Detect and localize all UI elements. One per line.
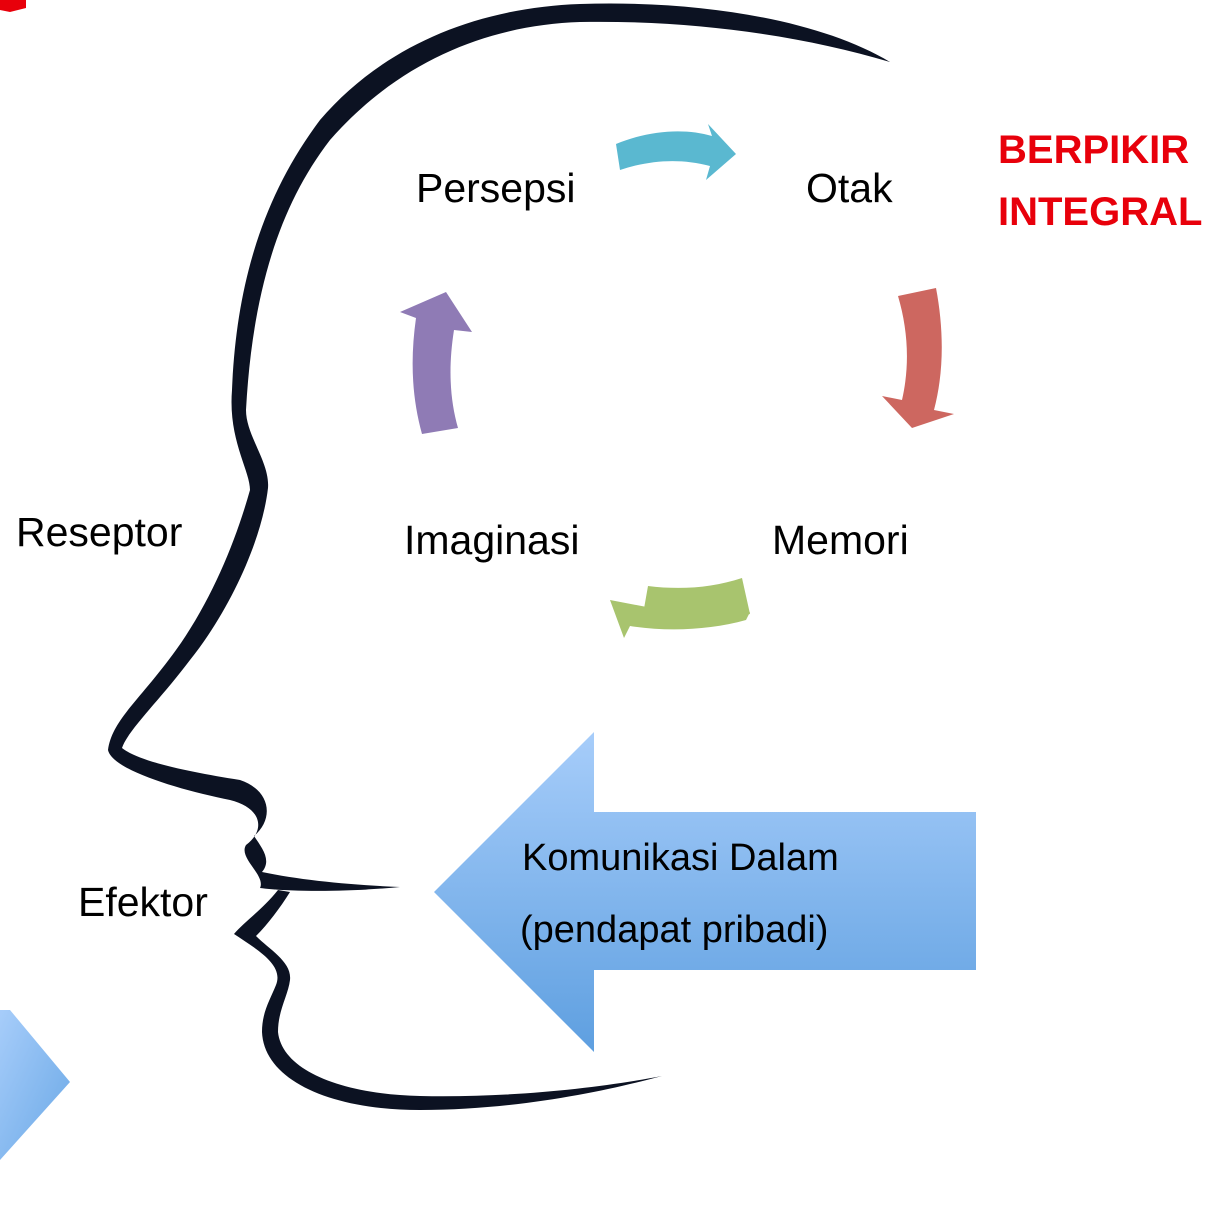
callout-arrow-shape: [434, 732, 976, 1052]
node-label-memori: Memori: [772, 517, 909, 563]
arrow-otak-to-memori: [882, 288, 954, 428]
partial-blue-arrow: [0, 1010, 70, 1160]
arrow-persepsi-to-otak: [616, 124, 736, 180]
title-line-2: INTEGRAL: [998, 190, 1203, 234]
callout-line-1: Komunikasi Dalam: [522, 837, 839, 879]
label-reseptor: Reseptor: [16, 509, 183, 555]
title-line-1: BERPIKIR: [998, 128, 1190, 172]
node-label-imaginasi: Imaginasi: [404, 517, 580, 563]
corner-fragment: [0, 0, 26, 12]
label-efektor: Efektor: [78, 879, 208, 925]
arrow-memori-to-imaginasi-body: [642, 578, 750, 622]
arrow-imaginasi-to-persepsi: [400, 292, 472, 434]
node-label-persepsi: Persepsi: [416, 165, 576, 211]
head-outline: [108, 3, 890, 891]
callout-line-2: (pendapat pribadi): [520, 909, 829, 951]
node-label-otak: Otak: [806, 165, 893, 211]
